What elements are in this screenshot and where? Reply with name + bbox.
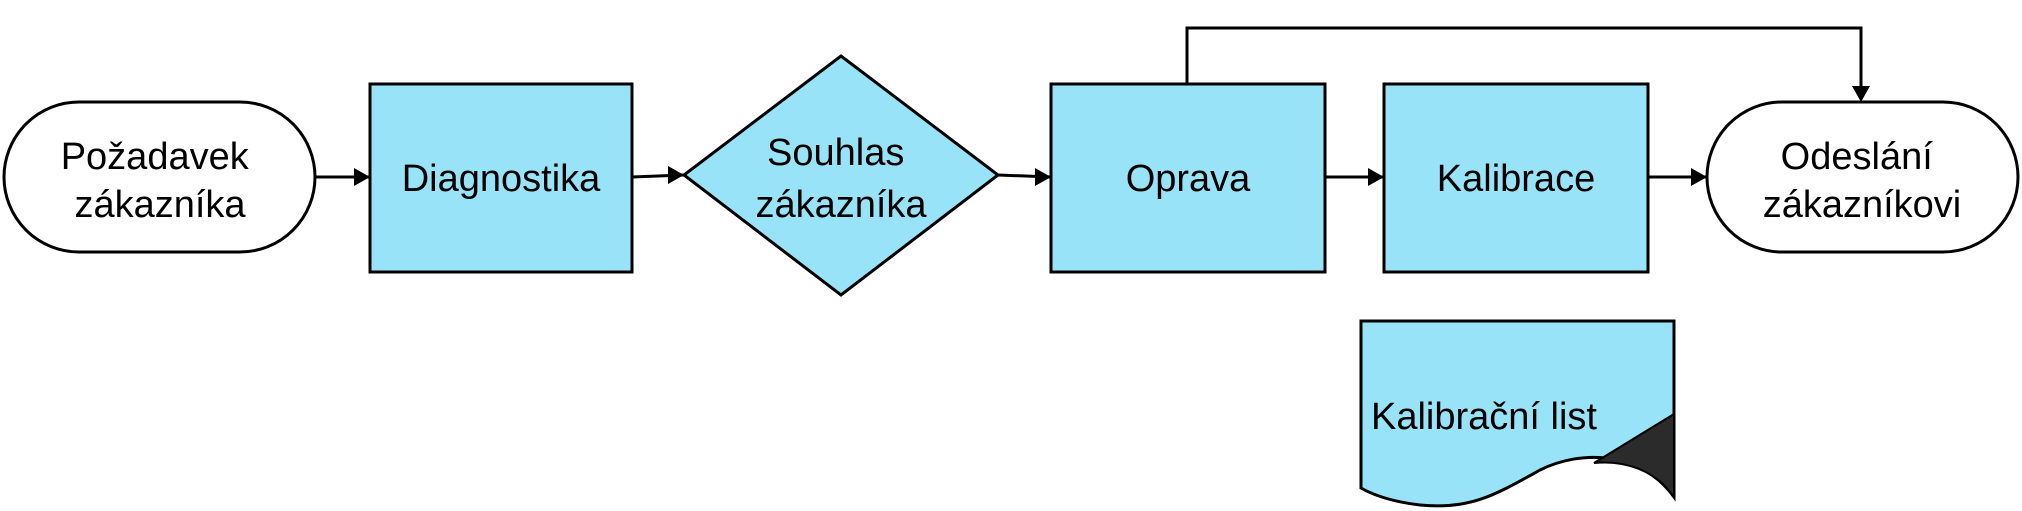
process-shape xyxy=(1049,82,1327,274)
node-label: Diagnostika xyxy=(402,158,601,200)
arrow-request-to-diagnostics-head xyxy=(354,168,370,186)
arrow-calibration-to-shipping-head xyxy=(1691,168,1707,186)
arrow-approval-to-repair-head xyxy=(1035,168,1051,186)
process-shape xyxy=(1382,82,1650,274)
arrow-repair-to-calibration-head xyxy=(1368,168,1384,186)
arrow-repair-to-shipping-bypass-head xyxy=(1852,86,1870,102)
node-calibration: Kalibrace xyxy=(1382,82,1650,274)
node-label: Souhlas zákazníka xyxy=(755,132,927,226)
connectors xyxy=(315,26,1870,186)
page-curl-icon xyxy=(1593,412,1675,501)
node-label: Požadavek zákazníka xyxy=(61,136,260,226)
node-label: Odeslání zákazníkovi xyxy=(1763,136,1962,226)
decision-shape xyxy=(681,54,1001,297)
node-label: Oprava xyxy=(1126,158,1251,200)
node-label: Kalibrace xyxy=(1437,158,1595,200)
node-calibration-sheet: Kalibrační list xyxy=(1359,319,1676,508)
node-diagnostics: Diagnostika xyxy=(368,82,634,274)
arrow-diagnostics-to-approval-head xyxy=(668,166,684,184)
arrow-repair-to-shipping-bypass xyxy=(1185,26,1863,88)
process-shape xyxy=(368,82,634,274)
node-repair: Oprava xyxy=(1049,82,1327,274)
node-customer-request: Požadavek zákazníka xyxy=(2,100,317,254)
node-customer-approval: Souhlas zákazníka xyxy=(681,54,1001,297)
node-label: Kalibrační list xyxy=(1371,396,1597,438)
terminator-shape xyxy=(1705,100,2020,254)
terminator-shape xyxy=(2,100,317,254)
node-send-to-customer: Odeslání zákazníkovi xyxy=(1705,100,2020,254)
